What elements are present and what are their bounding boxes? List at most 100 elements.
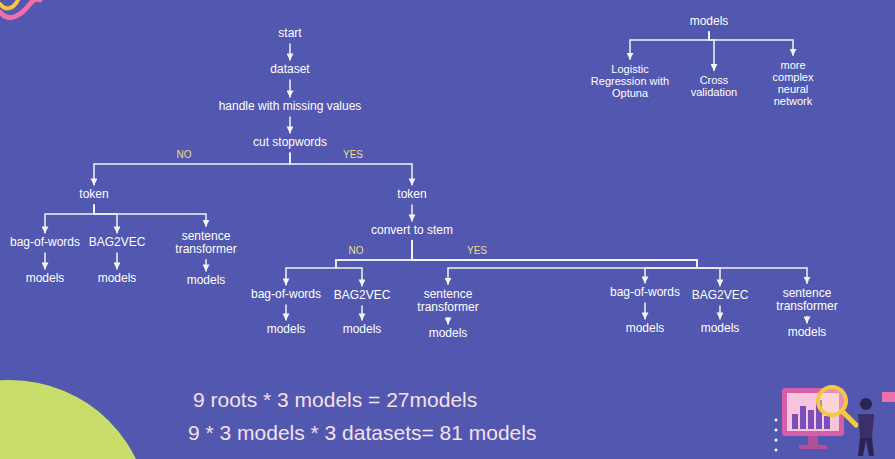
flow-step: bag-of-words <box>8 235 82 250</box>
step-text: cut stopwords <box>253 136 327 149</box>
flow-arrow <box>447 317 449 324</box>
step-text: BAG2VEC <box>692 289 749 302</box>
swirl <box>0 0 18 8</box>
flow-arrow <box>709 32 793 56</box>
step-text: models <box>429 327 468 340</box>
flow-arrow <box>289 44 291 61</box>
step-text: models <box>788 326 827 339</box>
flow-step: token <box>77 187 110 202</box>
step-text: sentence transformer <box>771 287 843 313</box>
flow-step: sentence transformer <box>168 229 244 257</box>
bar <box>824 416 830 429</box>
step-text: dataset <box>270 63 309 76</box>
flow-step: more complex neural network <box>765 58 821 108</box>
step-text: models <box>26 272 65 285</box>
dot <box>775 449 778 452</box>
stand <box>808 436 818 445</box>
branch-label: YES <box>465 245 489 257</box>
branch-label: NO <box>347 245 366 257</box>
flow-arrow <box>806 316 808 323</box>
flow-arrow <box>719 306 721 320</box>
flow-step: models <box>786 325 829 340</box>
flow-step: models <box>699 321 742 336</box>
flow-arrow <box>44 253 46 270</box>
flow-step: models <box>24 271 67 286</box>
branch-label: YES <box>341 149 365 161</box>
flow-arrow <box>286 241 412 286</box>
flow-arrow <box>116 253 118 270</box>
flow-step: BAG2VEC <box>690 288 751 303</box>
step-text: models <box>267 323 306 336</box>
step-text: token <box>397 188 426 201</box>
flow-arrow <box>412 241 697 284</box>
flow-step: token <box>395 187 428 202</box>
flow-arrow <box>285 305 287 321</box>
flow-step: convert to stem <box>369 223 455 238</box>
flow-step: bag-of-words <box>608 285 682 300</box>
flow-arrow <box>205 259 207 271</box>
flow-step: models <box>96 271 139 286</box>
flow-arrow <box>412 241 697 285</box>
step-text: sentence transformer <box>170 230 242 256</box>
step-text: handle with missing values <box>219 100 362 113</box>
formula-note: 9 * 3 models * 3 datasets= 81 models <box>188 421 536 445</box>
step-text: Cross validation <box>684 74 744 98</box>
flow-step: dataset <box>268 62 311 77</box>
analytics-illustration <box>775 387 895 456</box>
bar <box>792 414 798 429</box>
flow-arrow <box>644 303 646 320</box>
dot <box>775 419 778 422</box>
bar <box>808 410 814 429</box>
step-text: bag-of-words <box>610 286 680 299</box>
swirl <box>0 0 40 17</box>
dot <box>775 429 778 432</box>
flow-step: Cross validation <box>682 73 746 99</box>
flow-arrow <box>630 32 709 60</box>
flow-step: cut stopwords <box>251 135 329 150</box>
step-text: models <box>187 274 226 287</box>
step-text: BAG2VEC <box>89 236 146 249</box>
dot <box>775 439 778 442</box>
stand <box>799 445 827 449</box>
flow-arrow <box>412 241 807 284</box>
step-text: models <box>701 322 740 335</box>
flow-step: Logistic Regression with Optuna <box>583 62 677 100</box>
step-text: Logistic Regression with Optuna <box>585 63 675 99</box>
corner-block <box>882 392 895 402</box>
flow-arrow <box>289 117 291 134</box>
branch-label: NO <box>175 149 194 161</box>
step-text: more complex neural network <box>767 59 819 107</box>
magnifier-handle <box>842 411 856 425</box>
flow-step: models <box>265 322 308 337</box>
bar <box>800 406 806 429</box>
flow-arrow <box>411 205 413 222</box>
flow-arrow <box>94 205 206 227</box>
flow-step: models <box>688 14 731 29</box>
flow-step: BAG2VEC <box>332 288 393 303</box>
person-head <box>860 398 872 410</box>
flow-step: models <box>427 326 470 341</box>
flow-step: BAG2VEC <box>87 235 148 250</box>
flow-step: models <box>341 322 384 337</box>
flow-step: sentence transformer <box>410 287 486 315</box>
formula-note: 9 roots * 3 models = 27models <box>193 388 477 412</box>
person-legs <box>858 438 874 456</box>
flow-step: models <box>185 273 228 288</box>
step-text: models <box>690 15 729 28</box>
flow-arrow <box>361 306 363 321</box>
flow-step: models <box>624 321 667 336</box>
flow-arrow <box>412 241 720 287</box>
step-text: bag-of-words <box>10 236 80 249</box>
step-text: start <box>278 27 301 40</box>
step-text: bag-of-words <box>251 288 321 301</box>
step-text: sentence transformer <box>412 288 484 314</box>
step-text: models <box>343 323 382 336</box>
step-text: convert to stem <box>371 224 453 237</box>
step-text: models <box>626 322 665 335</box>
flow-arrow <box>289 80 291 98</box>
step-text: token <box>79 188 108 201</box>
flow-step: sentence transformer <box>769 286 845 314</box>
flow-arrow <box>336 241 412 287</box>
step-text: models <box>98 272 137 285</box>
flow-step: bag-of-words <box>249 287 323 302</box>
